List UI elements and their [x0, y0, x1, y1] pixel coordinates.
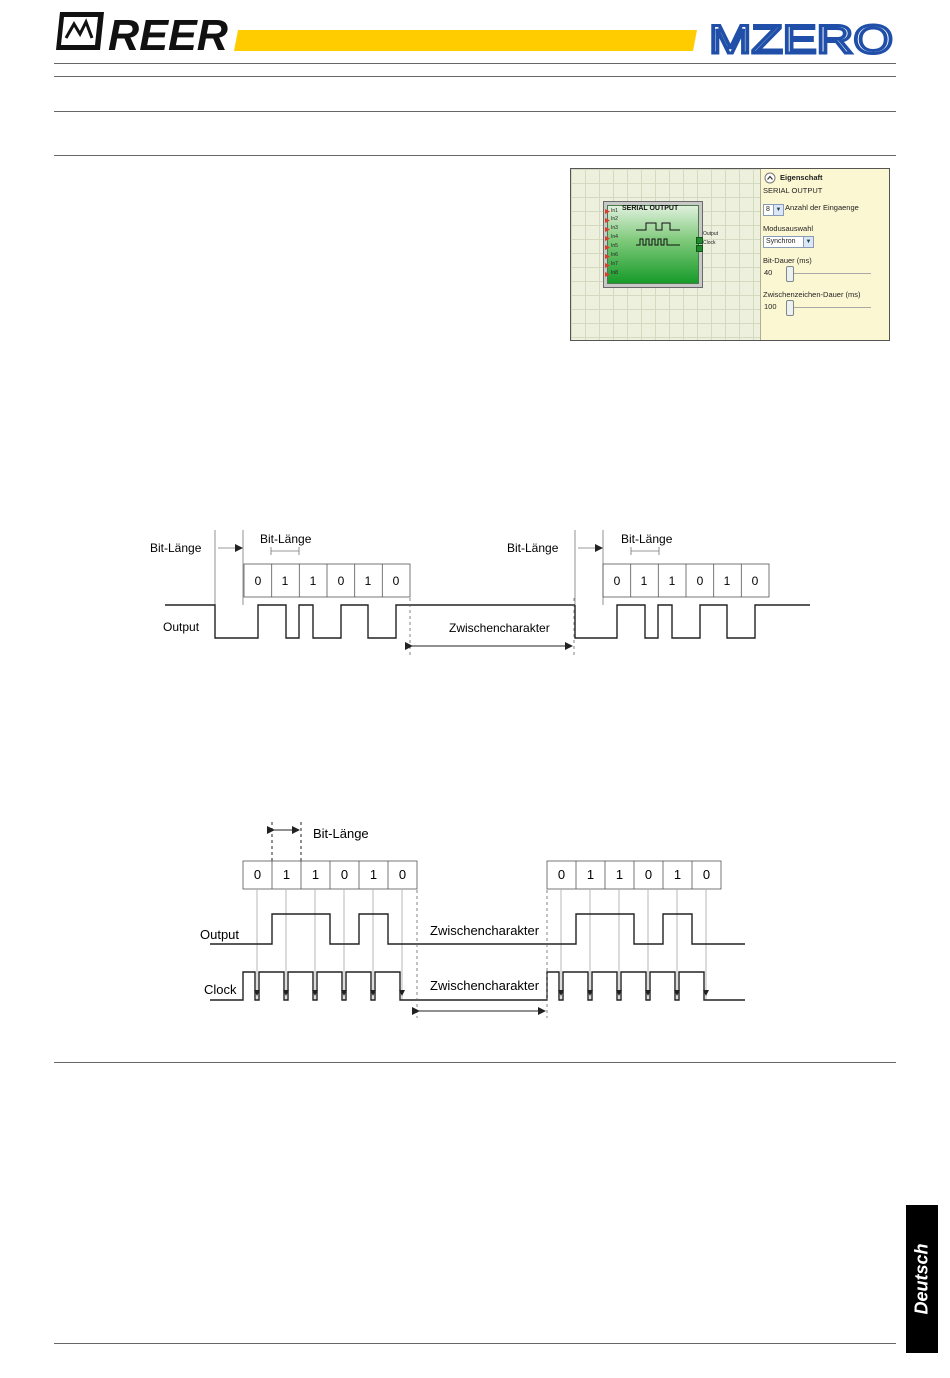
mzero-logo: MZERO [709, 18, 893, 62]
bit-value: 1 [312, 867, 319, 882]
input-label: In4 [611, 234, 618, 240]
bit-value: 0 [614, 574, 621, 588]
async-timing-diagram: Bit-Länge Bit-Länge Bit-Länge Bit-Länge … [150, 530, 810, 655]
mode-select[interactable]: Synchron ▼ [763, 236, 814, 248]
bit-value: 1 [310, 574, 317, 588]
rule-4 [54, 1062, 896, 1063]
input-label: In5 [611, 243, 618, 249]
bit-value: 0 [703, 867, 710, 882]
clock-pin-label: Clock [703, 240, 716, 246]
bit-duration-slider-track[interactable] [789, 273, 871, 274]
page-header: REER MZERO [0, 0, 950, 70]
input-arrows [605, 209, 610, 277]
bit-value: 1 [370, 867, 377, 882]
bit-value: 1 [282, 574, 289, 588]
bit-value: 1 [365, 574, 372, 588]
bit-length-label: Bit-Länge [260, 532, 312, 546]
bit-cells-2 [602, 563, 770, 598]
input-label: In7 [611, 261, 618, 267]
language-tab-label: Deutsch [911, 1243, 932, 1315]
reer-logo-wave [64, 18, 94, 39]
bit-length-label: Bit-Länge [507, 541, 559, 555]
bit-value: 0 [697, 574, 704, 588]
bit-value: 1 [641, 574, 648, 588]
inter-char-slider-track[interactable] [789, 307, 871, 308]
reer-logo: REER [56, 11, 228, 60]
input-label: In2 [611, 216, 618, 222]
design-canvas: SERIAL OUTPUT In1 In2 In3 In4 In5 In6 In… [571, 169, 760, 340]
bit-value: 1 [283, 867, 290, 882]
bit-value: 0 [254, 867, 261, 882]
gap-label: Zwischencharakter [430, 923, 540, 938]
bit-value: 0 [399, 867, 406, 882]
bit-value: 0 [341, 867, 348, 882]
reer-logo-icon [56, 12, 104, 50]
bit-value: 1 [674, 867, 681, 882]
reer-logo-text: REER [108, 11, 228, 60]
inter-char-label: Zwischenzeichen-Dauer (ms) [763, 290, 861, 299]
output-label: Output [200, 927, 239, 942]
bit-value: 0 [645, 867, 652, 882]
bit-value: 0 [393, 574, 400, 588]
header-rule [54, 63, 896, 64]
block-body [607, 205, 699, 284]
inter-char-value: 100 [764, 302, 777, 311]
inter-char-slider-thumb[interactable] [786, 300, 794, 316]
bit-value: 0 [558, 867, 565, 882]
bit-duration-slider-thumb[interactable] [786, 266, 794, 282]
rule-1 [54, 76, 896, 77]
serial-output-block[interactable]: SERIAL OUTPUT In1 In2 In3 In4 In5 In6 In… [603, 201, 703, 288]
output-signal-1 [165, 604, 575, 639]
output-pin [696, 237, 703, 244]
properties-panel: Eigenschaft SERIAL OUTPUT 8 ▼ Anzahl der… [760, 169, 889, 340]
bit-value: 1 [587, 867, 594, 882]
clock-pin [696, 245, 703, 252]
inputs-count-value: 8 [766, 206, 770, 213]
gap-label: Zwischencharakter [449, 621, 550, 635]
chevron-down-icon[interactable]: ▼ [773, 205, 783, 215]
mode-value: Synchron [766, 238, 796, 245]
header-graphics: REER MZERO [56, 11, 895, 64]
header-yellow-bar [234, 30, 697, 51]
output-label: Output [163, 620, 200, 634]
language-tab: Deutsch [906, 1205, 938, 1353]
input-label: In8 [611, 270, 618, 276]
bit-length-label: Bit-Länge [150, 541, 202, 555]
bit-duration-value: 40 [764, 268, 773, 277]
clock-label: Clock [204, 982, 237, 997]
bit-length-label: Bit-Länge [313, 826, 369, 841]
bit-value: 0 [752, 574, 759, 588]
inputs-count-label: Anzahl der Eingaenge [785, 203, 859, 212]
bit-length-label: Bit-Länge [621, 532, 673, 546]
properties-header: Eigenschaft [780, 173, 823, 182]
waveform-icon [636, 222, 680, 246]
footer-rule [54, 1343, 896, 1344]
sync-output-signal [210, 913, 745, 945]
input-label: In3 [611, 225, 618, 231]
bit-value: 0 [338, 574, 345, 588]
bit-value: 1 [616, 867, 623, 882]
bit-duration-label: Bit-Dauer (ms) [763, 256, 812, 265]
rule-3 [54, 155, 896, 156]
bit-value: 0 [255, 574, 262, 588]
bit-cells-1 [243, 563, 411, 598]
sync-timing-diagram: Bit-Länge 0 1 1 0 1 0 0 1 1 0 1 0 Output… [200, 822, 745, 1018]
bit-cells-3 [242, 860, 722, 890]
rule-2 [54, 111, 896, 112]
collapse-icon[interactable] [764, 172, 776, 184]
serial-output-screenshot: SERIAL OUTPUT In1 In2 In3 In4 In5 In6 In… [570, 168, 890, 341]
mode-label: Modusauswahl [763, 224, 814, 233]
input-label: In6 [611, 252, 618, 258]
clock-signal [210, 971, 745, 1001]
gap-label: Zwischencharakter [430, 978, 540, 993]
input-label: In1 [611, 208, 618, 214]
block-title: SERIAL OUTPUT [622, 205, 679, 212]
chevron-down-icon[interactable]: ▼ [803, 237, 813, 247]
bit-value: 1 [669, 574, 676, 588]
output-signal-2 [574, 604, 810, 639]
bit-value: 1 [724, 574, 731, 588]
properties-title: SERIAL OUTPUT [763, 186, 823, 195]
output-pin-label: Output [703, 231, 719, 237]
inputs-count-select[interactable]: 8 ▼ [763, 204, 784, 216]
